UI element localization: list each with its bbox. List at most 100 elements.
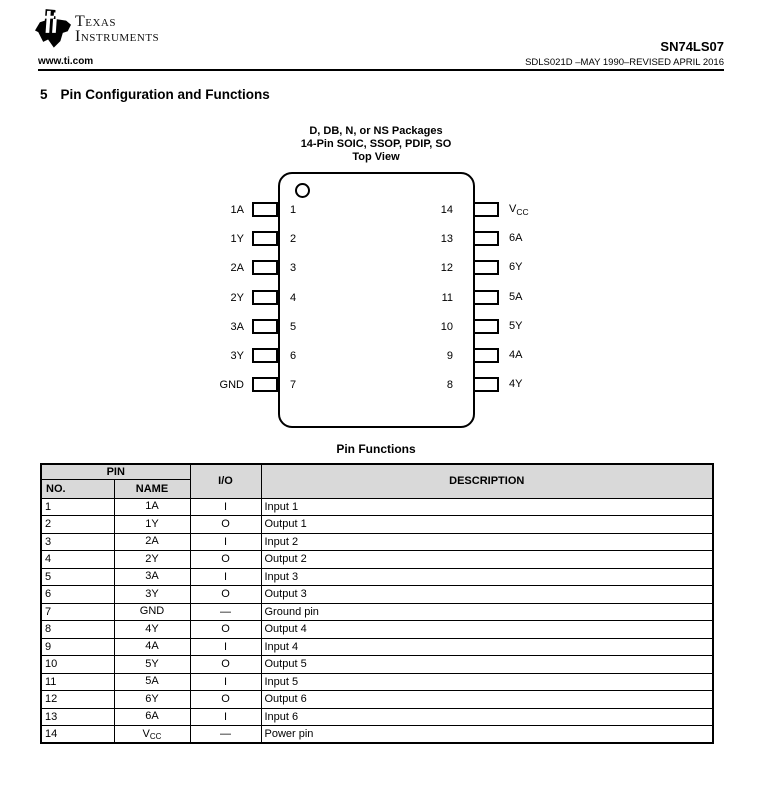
- pin-label: 2A: [230, 261, 244, 274]
- cell-name: 6Y: [113, 690, 191, 709]
- cell-io: O: [189, 620, 262, 639]
- pin-row-right-10: 10 5Y: [398, 319, 522, 334]
- cell-no: 13: [40, 707, 115, 726]
- pin-number: 8: [446, 378, 453, 391]
- pin-label: 1A: [230, 203, 244, 216]
- pin-number: 3: [290, 261, 297, 274]
- pin-box: [473, 231, 499, 246]
- cell-io: —: [189, 725, 262, 744]
- pin-number: 14: [440, 203, 453, 216]
- website-link[interactable]: www.ti.com: [38, 56, 94, 67]
- table-row: 11 5A I Input 5: [40, 672, 714, 691]
- pin-label: 5A: [509, 290, 523, 303]
- cell-description: Output 6: [260, 690, 714, 709]
- table-row: 6 3Y O Output 3: [40, 585, 714, 604]
- pin-number: 5: [290, 320, 297, 333]
- package-caption: D, DB, N, or NS Packages 14-Pin SOIC, SS…: [196, 125, 556, 164]
- pin-label: 2Y: [230, 291, 244, 304]
- pin-box: [473, 202, 499, 217]
- package-caption-line2: 14-Pin SOIC, SSOP, PDIP, SO: [300, 138, 452, 150]
- table-row: 4 2Y O Output 2: [40, 550, 714, 569]
- pin-box: [252, 348, 278, 363]
- pin-label: 1Y: [230, 232, 244, 245]
- pin-box: [252, 260, 278, 275]
- cell-no: 9: [40, 637, 115, 656]
- table-row: 1 1A I Input 1: [40, 497, 714, 516]
- cell-io: I: [189, 672, 262, 691]
- table-row: 2 1Y O Output 1: [40, 515, 714, 534]
- pin-number: 12: [440, 261, 453, 274]
- cell-io: O: [189, 690, 262, 709]
- cell-io: O: [189, 585, 262, 604]
- pin-box: [252, 290, 278, 305]
- package-caption-line3: Top View: [352, 151, 400, 163]
- pin-box: [252, 202, 278, 217]
- table-row: 10 5Y O Output 5: [40, 655, 714, 674]
- cell-no: 2: [40, 515, 115, 534]
- cell-no: 1: [40, 497, 115, 516]
- pin-functions-table: PIN I/O DESCRIPTION NO. NAME 1 1A I Inpu…: [40, 463, 714, 744]
- cell-io: I: [189, 532, 262, 551]
- ti-texas-icon: [35, 9, 71, 48]
- pin-row-right-8: 8 4Y: [398, 377, 522, 392]
- cell-description: Ground pin: [260, 602, 714, 621]
- pin-row-left-4: 2Y 4: [150, 290, 296, 305]
- cell-name: 3A: [113, 567, 191, 586]
- ti-wordmark-line2: Instruments: [75, 28, 160, 45]
- cell-description: Input 2: [260, 532, 714, 551]
- cell-no: 14: [40, 725, 115, 744]
- table-row: 9 4A I Input 4: [40, 637, 714, 656]
- pin-row-right-12: 12 6Y: [398, 260, 522, 275]
- cell-description: Output 5: [260, 655, 714, 674]
- pin-box: [252, 319, 278, 334]
- col-header-pin: PIN: [40, 463, 191, 480]
- pin-box: [252, 377, 278, 392]
- cell-io: I: [189, 637, 262, 656]
- ti-wordmark-line1: Texas: [75, 13, 116, 30]
- cell-description: Output 4: [260, 620, 714, 639]
- pin-number: 13: [440, 232, 453, 245]
- pin-number: 4: [290, 291, 297, 304]
- pin-label: 6A: [509, 231, 523, 244]
- cell-no: 11: [40, 672, 115, 691]
- pin-number: 2: [290, 232, 297, 245]
- pin-label: GND: [219, 378, 244, 391]
- cell-name: 6A: [113, 707, 191, 726]
- cell-no: 8: [40, 620, 115, 639]
- cell-description: Output 1: [260, 515, 714, 534]
- col-header-io: I/O: [189, 463, 262, 499]
- pin-box: [473, 319, 499, 334]
- cell-io: —: [189, 602, 262, 621]
- pin-row-right-14: 14 VCC: [398, 202, 529, 217]
- cell-io: O: [189, 550, 262, 569]
- cell-io: O: [189, 515, 262, 534]
- cell-io: O: [189, 655, 262, 674]
- cell-name: 1A: [113, 497, 191, 516]
- pin-row-left-5: 3A 5: [150, 319, 296, 334]
- pin-label: 4Y: [509, 377, 523, 390]
- pin-number: 6: [290, 349, 297, 362]
- part-number: SN74LS07: [660, 39, 724, 54]
- cell-no: 4: [40, 550, 115, 569]
- pin-row-left-2: 1Y 2: [150, 231, 296, 246]
- pin-row-left-1: 1A 1: [150, 202, 296, 217]
- pin-label: 5Y: [509, 319, 523, 332]
- cell-no: 3: [40, 532, 115, 551]
- col-header-description: DESCRIPTION: [260, 463, 714, 499]
- pin-box: [473, 290, 499, 305]
- ti-wordmark: Texas Instruments: [75, 13, 160, 45]
- pin-label: 3Y: [230, 349, 244, 362]
- pin-label: 4A: [509, 348, 523, 361]
- pin-row-left-6: 3Y 6: [150, 348, 296, 363]
- pin-functions-title: Pin Functions: [336, 442, 416, 456]
- doc-revision-line: SDLS021D –MAY 1990–REVISED APRIL 2016: [525, 57, 724, 68]
- cell-description: Input 3: [260, 567, 714, 586]
- cell-description: Output 3: [260, 585, 714, 604]
- cell-description: Input 4: [260, 637, 714, 656]
- table-row: 7 GND — Ground pin: [40, 602, 714, 621]
- pin-row-right-9: 9 4A: [398, 348, 522, 363]
- cell-description: Input 6: [260, 707, 714, 726]
- pin-row-right-11: 11 5A: [398, 290, 522, 305]
- pin-label: 6Y: [509, 260, 523, 273]
